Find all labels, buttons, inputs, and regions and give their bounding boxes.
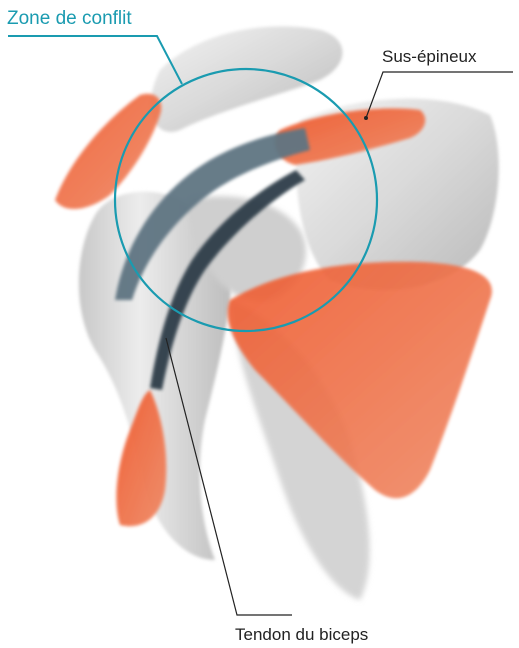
subscapularis-muscle — [228, 262, 492, 498]
conflict-zone-label: Zone de conflit — [7, 9, 132, 28]
conflict-zone-leader-line — [8, 36, 182, 84]
supraspinatus-label: Sus-épineux — [382, 48, 477, 65]
supraspinatus-leader-dot — [364, 116, 368, 120]
biceps-tendon-label: Tendon du biceps — [235, 626, 368, 643]
